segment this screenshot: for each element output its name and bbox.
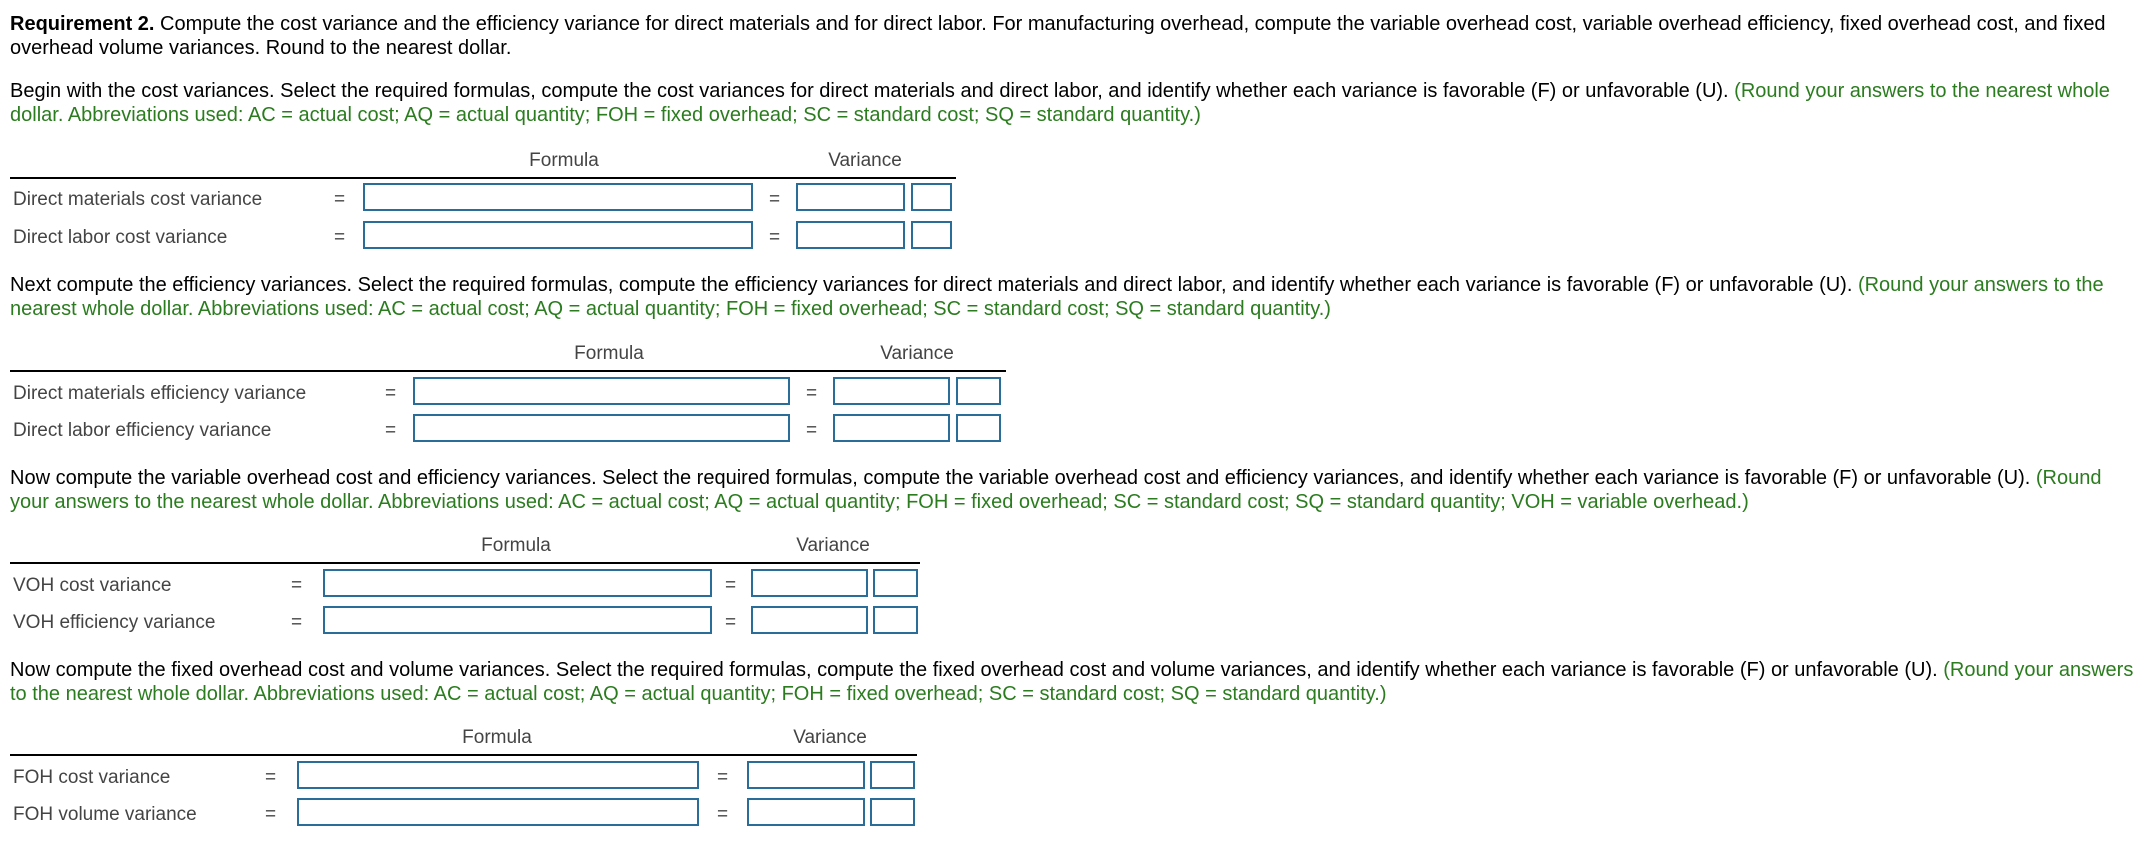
equals-sign: = xyxy=(385,420,397,441)
rounding-note: (Round your answers to the nearest whole… xyxy=(10,274,2104,320)
formula-input[interactable] xyxy=(297,798,699,826)
formula-input[interactable] xyxy=(413,377,790,405)
row-label: Direct labor cost variance xyxy=(13,227,228,248)
favorable-unfavorable-select[interactable] xyxy=(873,569,918,597)
equals-sign: = xyxy=(334,227,346,248)
variance-amount-input[interactable] xyxy=(796,183,905,211)
favorable-unfavorable-select[interactable] xyxy=(911,183,952,211)
equals-sign: = xyxy=(265,767,277,788)
equals-sign: = xyxy=(725,575,737,596)
variance-amount-input[interactable] xyxy=(751,606,868,634)
equals-sign: = xyxy=(725,612,737,633)
favorable-unfavorable-select[interactable] xyxy=(870,761,915,789)
instruction-text: Now compute the fixed overhead cost and … xyxy=(10,659,1944,681)
formula-header: Formula xyxy=(481,535,551,556)
row-label: FOH cost variance xyxy=(13,767,171,788)
equals-sign: = xyxy=(717,804,729,825)
variance-header: Variance xyxy=(793,727,867,748)
rounding-note: (Round your answers to the nearest whole… xyxy=(10,80,2110,126)
formula-header: Formula xyxy=(574,343,644,364)
row-label: VOH cost variance xyxy=(13,575,172,596)
favorable-unfavorable-select[interactable] xyxy=(911,221,952,249)
equals-sign: = xyxy=(291,575,303,596)
header-rule xyxy=(10,177,956,179)
section-4-instruction: Now compute the fixed overhead cost and … xyxy=(10,658,2140,706)
header-rule xyxy=(10,562,920,564)
section-1-instruction: Begin with the cost variances. Select th… xyxy=(10,79,2140,127)
formula-input[interactable] xyxy=(363,183,753,211)
row-label: VOH efficiency variance xyxy=(13,612,216,633)
equals-sign: = xyxy=(806,383,818,404)
equals-sign: = xyxy=(806,420,818,441)
section-2-instruction: Next compute the efficiency variances. S… xyxy=(10,273,2140,321)
formula-input[interactable] xyxy=(413,414,790,442)
equals-sign: = xyxy=(265,804,277,825)
variance-amount-input[interactable] xyxy=(751,569,868,597)
requirement-title: Requirement 2. xyxy=(10,13,155,35)
requirement-text: Compute the cost variance and the effici… xyxy=(10,13,2106,59)
header-rule xyxy=(10,754,917,756)
variance-header: Variance xyxy=(796,535,870,556)
formula-header: Formula xyxy=(462,727,532,748)
equals-sign: = xyxy=(291,612,303,633)
requirement-intro: Requirement 2. Compute the cost variance… xyxy=(10,12,2140,60)
equals-sign: = xyxy=(334,189,346,210)
equals-sign: = xyxy=(769,189,781,210)
foh-variance-table: Formula Variance FOH cost variance = = F… xyxy=(10,727,930,837)
row-label: Direct materials cost variance xyxy=(13,189,263,210)
equals-sign: = xyxy=(385,383,397,404)
formula-input[interactable] xyxy=(363,221,753,249)
equals-sign: = xyxy=(717,767,729,788)
equals-sign: = xyxy=(769,227,781,248)
row-label: Direct labor efficiency variance xyxy=(13,420,272,441)
section-3-instruction: Now compute the variable overhead cost a… xyxy=(10,466,2140,514)
variance-amount-input[interactable] xyxy=(833,377,950,405)
variance-amount-input[interactable] xyxy=(833,414,950,442)
formula-input[interactable] xyxy=(323,569,712,597)
favorable-unfavorable-select[interactable] xyxy=(956,377,1001,405)
voh-variance-table: Formula Variance VOH cost variance = = V… xyxy=(10,535,930,645)
favorable-unfavorable-select[interactable] xyxy=(956,414,1001,442)
variance-header: Variance xyxy=(828,150,902,171)
cost-variance-table: Formula Variance Direct materials cost v… xyxy=(10,150,960,260)
formula-header: Formula xyxy=(529,150,599,171)
formula-input[interactable] xyxy=(323,606,712,634)
instruction-text: Begin with the cost variances. Select th… xyxy=(10,80,1735,102)
variance-amount-input[interactable] xyxy=(747,798,865,826)
favorable-unfavorable-select[interactable] xyxy=(870,798,915,826)
variance-amount-input[interactable] xyxy=(747,761,865,789)
rounding-note: (Round your answers to the nearest whole… xyxy=(10,659,2134,705)
instruction-text: Next compute the efficiency variances. S… xyxy=(10,274,1858,296)
row-label: FOH volume variance xyxy=(13,804,197,825)
formula-input[interactable] xyxy=(297,761,699,789)
efficiency-variance-table: Formula Variance Direct materials effici… xyxy=(10,343,1010,453)
variance-header: Variance xyxy=(880,343,954,364)
row-label: Direct materials efficiency variance xyxy=(13,383,307,404)
rounding-note: (Round your answers to the nearest whole… xyxy=(10,467,2102,513)
variance-amount-input[interactable] xyxy=(796,221,905,249)
favorable-unfavorable-select[interactable] xyxy=(873,606,918,634)
instruction-text: Now compute the variable overhead cost a… xyxy=(10,467,2036,489)
header-rule xyxy=(10,370,1006,372)
